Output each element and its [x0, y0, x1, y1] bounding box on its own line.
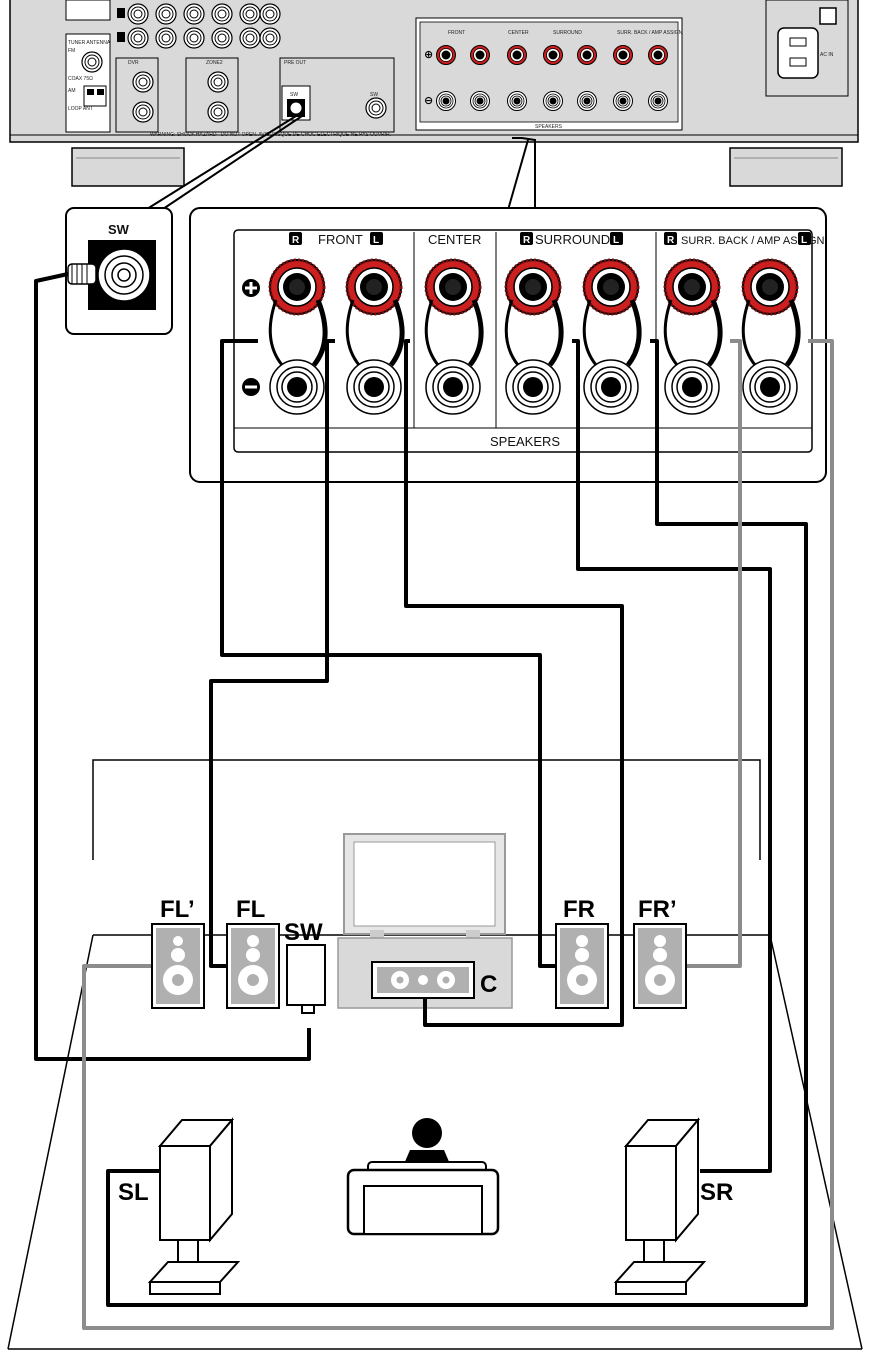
surrback-l-badge: L	[801, 235, 807, 246]
receiver-foot-left	[71, 147, 185, 187]
label-fr-wide: FR’	[638, 896, 677, 923]
subwoofer-pre-out-jack-2[interactable]	[365, 97, 387, 119]
surrback-l-minus-terminal[interactable]	[742, 359, 798, 415]
surrback-r-plus-terminal[interactable]	[663, 258, 721, 316]
coax-label: COAX 75Ω	[68, 76, 93, 82]
surrback-l-cable	[82, 339, 834, 1330]
sw-inset-title: SW	[108, 222, 130, 237]
front-left-wide-speaker	[151, 923, 205, 1009]
subwoofer-output-inset: SW	[65, 207, 173, 335]
front-l-minus-terminal[interactable]	[346, 359, 402, 415]
surround-r-plus-terminal[interactable]	[504, 258, 562, 316]
small-front-label: FRONT	[448, 30, 465, 36]
zone2-jack-r[interactable]	[207, 101, 229, 123]
front-right-wide-speaker	[633, 923, 687, 1009]
front-r-plus-terminal[interactable]	[268, 258, 326, 316]
pre-out-sw-label: SW	[290, 92, 298, 98]
subwoofer-pre-out-jack[interactable]	[289, 101, 303, 115]
surround-right-speaker	[613, 1117, 707, 1295]
dvr-jack-r[interactable]	[132, 101, 154, 123]
surround-l-minus-terminal[interactable]	[583, 359, 639, 415]
surround-r-minus-terminal[interactable]	[505, 359, 561, 415]
power-switch[interactable]	[819, 7, 837, 25]
zone2-label: ZONE2	[206, 60, 223, 66]
svg-text:⊖: ⊖	[424, 95, 433, 107]
speakers-label: SPEAKERS	[490, 434, 560, 449]
front-r-cable	[220, 339, 557, 968]
dvr-jack-l[interactable]	[132, 71, 154, 93]
zone2-jack-l[interactable]	[207, 71, 229, 93]
fm-label: FM	[68, 48, 75, 54]
front-group-label: FRONT	[318, 232, 363, 247]
listener-on-sofa	[346, 1118, 500, 1236]
surround-left-speaker	[147, 1117, 241, 1295]
label-c: C	[480, 971, 497, 998]
small-center-label: CENTER	[508, 30, 529, 36]
front-r-badge: R	[292, 235, 300, 246]
tuner-antenna-label: TUNER ANTENNA	[68, 40, 111, 46]
front-left-speaker	[226, 923, 280, 1009]
ac-in-label: AC IN	[820, 52, 834, 58]
center-minus-terminal[interactable]	[425, 359, 481, 415]
ac-inlet	[777, 27, 819, 79]
center-plus-terminal[interactable]	[424, 258, 482, 316]
speaker-terminal-panel: R FRONT L CENTER R SURROUND L R SURR. BA…	[189, 207, 827, 483]
svg-text:⊕: ⊕	[424, 49, 433, 61]
center-group-label: CENTER	[428, 232, 481, 247]
surrback-r-badge: R	[667, 235, 675, 246]
pre-out-sw2-label: SW	[370, 92, 378, 98]
surrback-r-minus-terminal[interactable]	[664, 359, 720, 415]
speaker-cables	[34, 272, 834, 1330]
surrback-l-plus-terminal[interactable]	[741, 258, 799, 316]
front-l-badge: L	[373, 235, 379, 246]
dvr-label: DVR	[128, 60, 139, 66]
surrback-group-label: SURR. BACK / AMP ASSIGN	[681, 235, 825, 247]
receiver-foot-right	[729, 147, 843, 187]
small-speakers-label: SPEAKERS	[535, 124, 563, 130]
front-r-minus-terminal[interactable]	[269, 359, 325, 415]
small-surround-label: SURROUND	[553, 30, 582, 36]
label-fr: FR	[563, 896, 595, 923]
surround-l-badge: L	[613, 235, 619, 246]
front-l-plus-terminal[interactable]	[345, 258, 403, 316]
surround-r-cable	[572, 339, 772, 1173]
warning-label: WARNING: SHOCK HAZARD - DO NOT OPEN. AVI…	[150, 132, 391, 138]
television	[337, 833, 513, 1009]
surround-l-plus-terminal[interactable]	[582, 258, 640, 316]
receiver-rear-panel: TUNER ANTENNA FM COAX 75Ω AM LOOP ANT DV…	[9, 0, 859, 187]
loop-label: LOOP ANT	[68, 106, 93, 112]
fm-antenna-jack[interactable]	[81, 51, 103, 73]
front-right-speaker	[555, 923, 609, 1009]
rca-jack-rows	[116, 0, 281, 50]
label-sw: SW	[284, 919, 323, 946]
label-sl: SL	[118, 1179, 149, 1206]
surround-l-cable	[106, 339, 808, 1307]
label-fl-wide: FL’	[160, 896, 195, 923]
label-fl: FL	[236, 896, 265, 923]
surround-r-badge: R	[523, 235, 531, 246]
label-sr: SR	[700, 1179, 733, 1206]
center-speaker	[371, 961, 475, 999]
front-l-cable	[209, 339, 335, 968]
am-label: AM	[68, 88, 76, 94]
subwoofer	[286, 944, 326, 1014]
pre-out-label: PRE OUT	[284, 60, 306, 66]
surrback-r-cable	[686, 339, 742, 968]
small-surrback-label: SURR. BACK / AMP ASSIGN	[617, 30, 683, 36]
surround-group-label: SURROUND	[535, 232, 610, 247]
center-cable	[404, 339, 624, 1027]
